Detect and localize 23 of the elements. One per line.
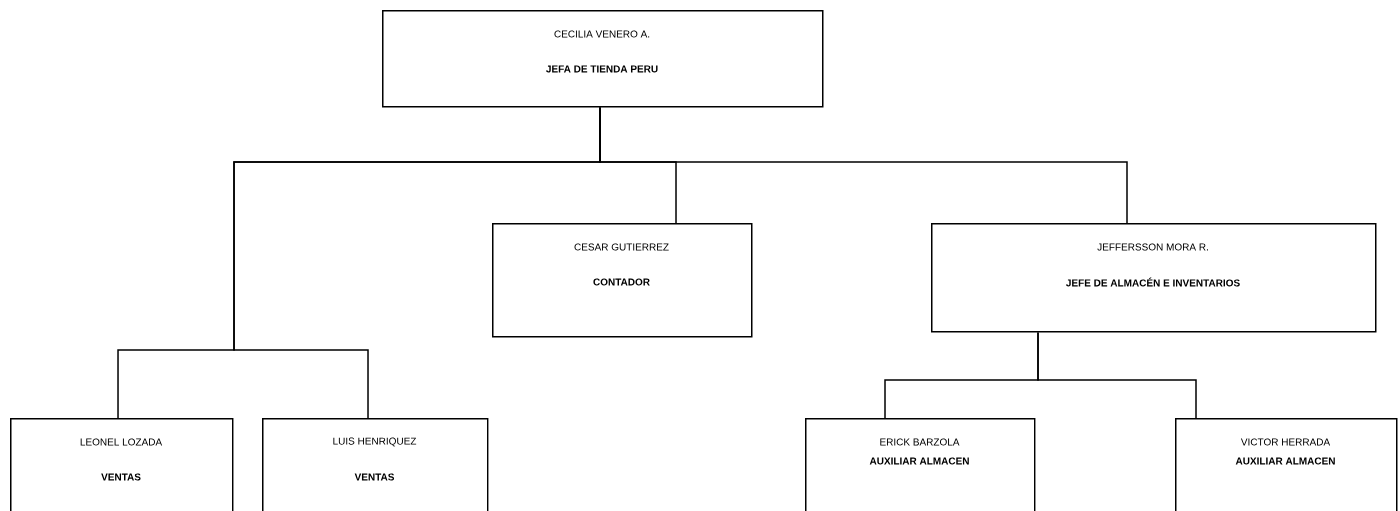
person-name: CECILIA VENERO A.	[554, 30, 650, 38]
job-title: AUXILIAR ALMACEN	[1235, 457, 1335, 465]
job-title: JEFE DE ALMACÉN E INVENTARIOS	[1066, 277, 1240, 287]
connector-line	[1037, 331, 1197, 419]
person-name: LUIS HENRIQUEZ	[333, 437, 417, 447]
org-box	[10, 418, 234, 511]
org-box	[492, 223, 753, 338]
job-title: JEFA DE TIENDA PERU	[546, 65, 658, 73]
person-name: CESAR GUTIERREZ	[574, 243, 669, 251]
person-name: ERICK BARZOLA	[880, 438, 960, 446]
job-title: AUXILIAR ALMACEN	[869, 457, 969, 465]
org-box	[931, 223, 1377, 333]
job-title: VENTAS	[101, 473, 141, 481]
job-title: CONTADOR	[593, 278, 650, 286]
person-name: JEFFERSSON MORA R.	[1097, 243, 1208, 251]
job-title: VENTAS	[354, 473, 395, 481]
org-box	[1175, 418, 1398, 511]
connector-line	[599, 106, 1128, 224]
org-box	[262, 418, 489, 511]
org-box	[805, 418, 1036, 511]
person-name: VICTOR HERRADA	[1240, 438, 1331, 446]
person-name: LEONEL LOZADA	[80, 438, 163, 446]
org-box	[382, 10, 824, 108]
